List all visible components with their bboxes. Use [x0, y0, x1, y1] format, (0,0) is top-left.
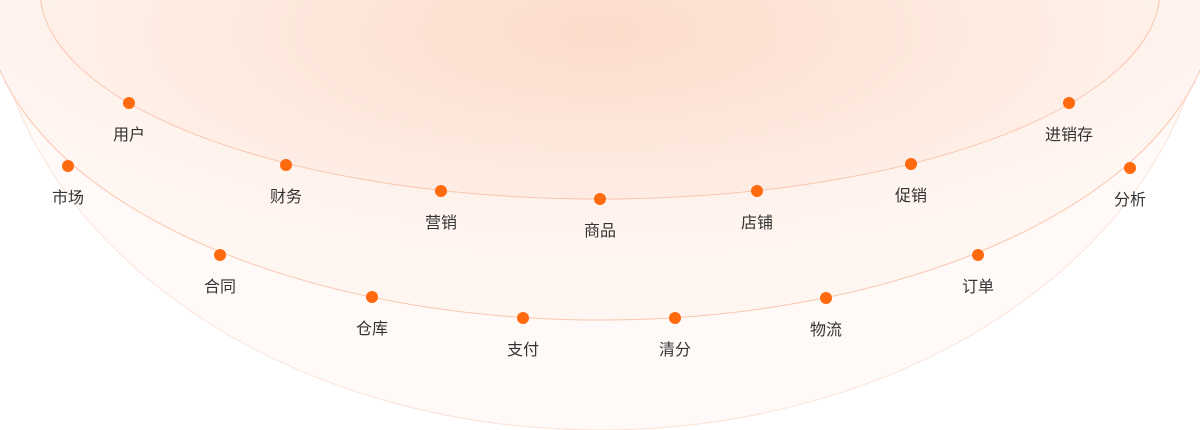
outer-ring-node-dot [62, 160, 74, 172]
inner-ring-node-dot [123, 97, 135, 109]
inner-ring-node-label: 营销 [424, 213, 458, 232]
inner-ring-node-label: 商品 [583, 221, 617, 240]
outer-ring-node-label: 分析 [1113, 190, 1147, 209]
outer-ring-node-label: 合同 [203, 277, 237, 296]
outer-ring-node-label: 支付 [506, 340, 540, 359]
inner-ring-node-label: 促销 [894, 186, 928, 205]
outer-ring-node-dot [972, 249, 984, 261]
inner-ring-node-dot [905, 158, 917, 170]
outer-ring-node-dot [820, 292, 832, 304]
outer-ring-node-label: 仓库 [355, 319, 389, 338]
outer-ring-node-label: 物流 [809, 320, 843, 339]
outer-ring-node-dot [517, 312, 529, 324]
inner-ring-node-label: 财务 [269, 187, 303, 206]
outer-ring-node-label: 订单 [961, 277, 995, 296]
inner-ring-node-label: 用户 [112, 125, 146, 144]
inner-ring-node-dot [594, 193, 606, 205]
outer-ring-node-dot [214, 249, 226, 261]
inner-ring-node-dot [435, 185, 447, 197]
outer-ring-node-dot [366, 291, 378, 303]
outer-ring-node-label: 清分 [658, 340, 692, 359]
inner-ring-node-label: 进销存 [1044, 125, 1094, 144]
outer-ring-node-dot [669, 312, 681, 324]
inner-ring-node-label: 店铺 [740, 213, 774, 232]
inner-ring-node-dot [751, 185, 763, 197]
outer-ring-node-label: 市场 [51, 188, 85, 207]
inner-ring-node-dot [1063, 97, 1075, 109]
inner-ring-node-dot [280, 159, 292, 171]
outer-ring-node-dot [1124, 162, 1136, 174]
